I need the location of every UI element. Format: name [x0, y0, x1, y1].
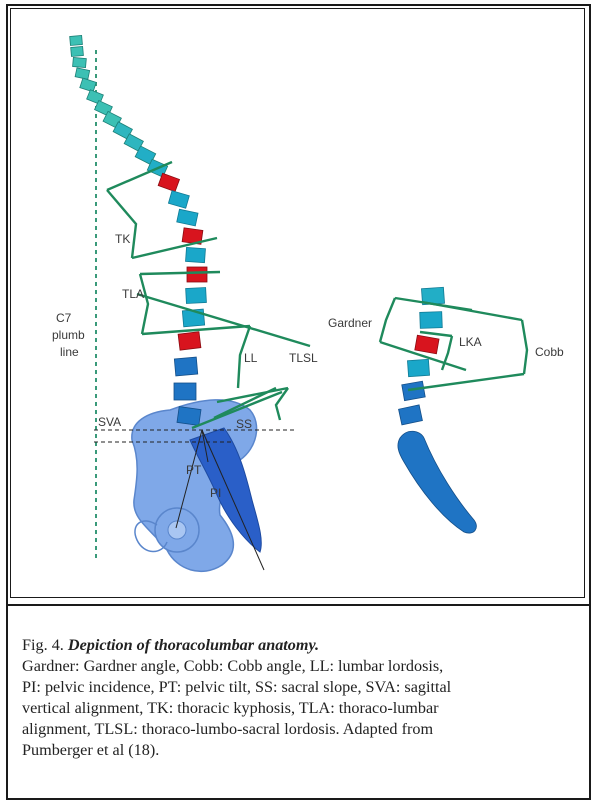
- label-ll: LL: [244, 351, 258, 365]
- label-plumb: plumb: [52, 328, 85, 342]
- caption-divider: [6, 604, 591, 606]
- left-spine: [70, 35, 207, 425]
- label-ss: SS: [236, 417, 252, 431]
- caption-label: Fig. 4.: [22, 636, 64, 654]
- label-tk: TK: [115, 232, 130, 246]
- figure-caption: Fig. 4. Depiction of thoracolumbar anato…: [22, 635, 582, 761]
- caption-line-3: vertical alignment, TK: thoracic kyphosi…: [22, 698, 582, 719]
- label-line: line: [60, 345, 79, 359]
- label-gardner: Gardner: [328, 316, 372, 330]
- spine-diagram: TK TLA C7 plumb line LL TLSL SVA SS PT P…: [12, 10, 583, 596]
- label-sva: SVA: [98, 415, 121, 429]
- label-tlsl: TLSL: [289, 351, 318, 365]
- label-cobb: Cobb: [535, 345, 564, 359]
- label-lka: LKA: [459, 335, 482, 349]
- right-angle-lines: [380, 298, 527, 390]
- label-c7: C7: [56, 311, 72, 325]
- caption-heading: Fig. 4. Depiction of thoracolumbar anato…: [22, 635, 582, 656]
- caption-line-5: Pumberger et al (18).: [22, 740, 582, 761]
- label-pi: PI: [210, 486, 221, 500]
- label-pt: PT: [186, 463, 202, 477]
- right-spine: [398, 287, 476, 533]
- caption-line-2: PI: pelvic incidence, PT: pelvic tilt, S…: [22, 677, 582, 698]
- label-tla: TLA: [122, 287, 144, 301]
- caption-title: Depiction of thoracolumbar anatomy.: [68, 636, 319, 654]
- caption-line-1: Gardner: Gardner angle, Cobb: Cobb angle…: [22, 656, 582, 677]
- caption-line-4: alignment, TLSL: thoraco-lumbo-sacral lo…: [22, 719, 582, 740]
